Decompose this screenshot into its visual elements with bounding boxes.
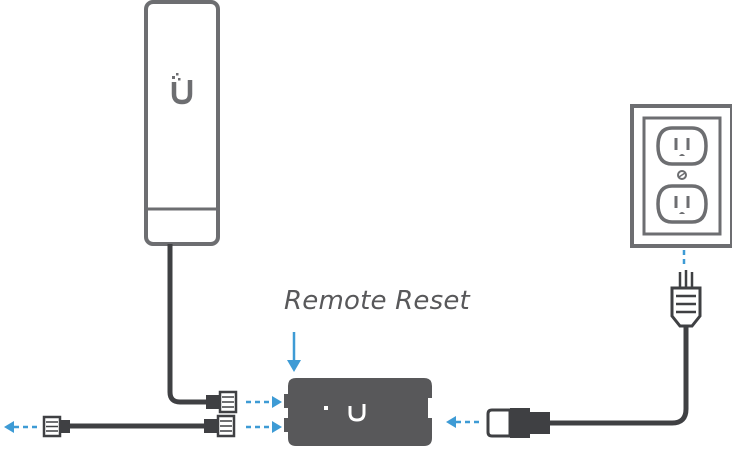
remote-reset-label: Remote Reset [284, 286, 470, 316]
wall-outlet [630, 104, 732, 248]
outlet-screw-icon [677, 170, 687, 180]
power-to-poe-arrow [446, 416, 482, 428]
wall-plug-icon [670, 270, 702, 328]
poe-ubiquiti-logo-icon [348, 404, 366, 422]
lan-outbound-arrow [4, 421, 38, 433]
lan-end-connector-icon [42, 415, 70, 438]
access-point-device [144, 0, 220, 246]
upper-ethernet-connector-icon [206, 390, 238, 414]
poe-adapter [284, 378, 432, 446]
ap-ethernet-cable [167, 244, 208, 405]
lower-ethernet-connector-icon [204, 414, 236, 438]
upper-socket-icon [656, 126, 708, 166]
ubiquiti-logo-icon [171, 73, 193, 105]
power-cable [550, 326, 689, 426]
remote-reset-arrow [287, 332, 301, 372]
reset-button-icon [324, 406, 328, 410]
ap-to-poe-arrow [246, 396, 282, 408]
power-connector-icon [486, 408, 550, 438]
lan-to-poe-arrow [246, 421, 282, 433]
lower-socket-icon [656, 184, 708, 224]
